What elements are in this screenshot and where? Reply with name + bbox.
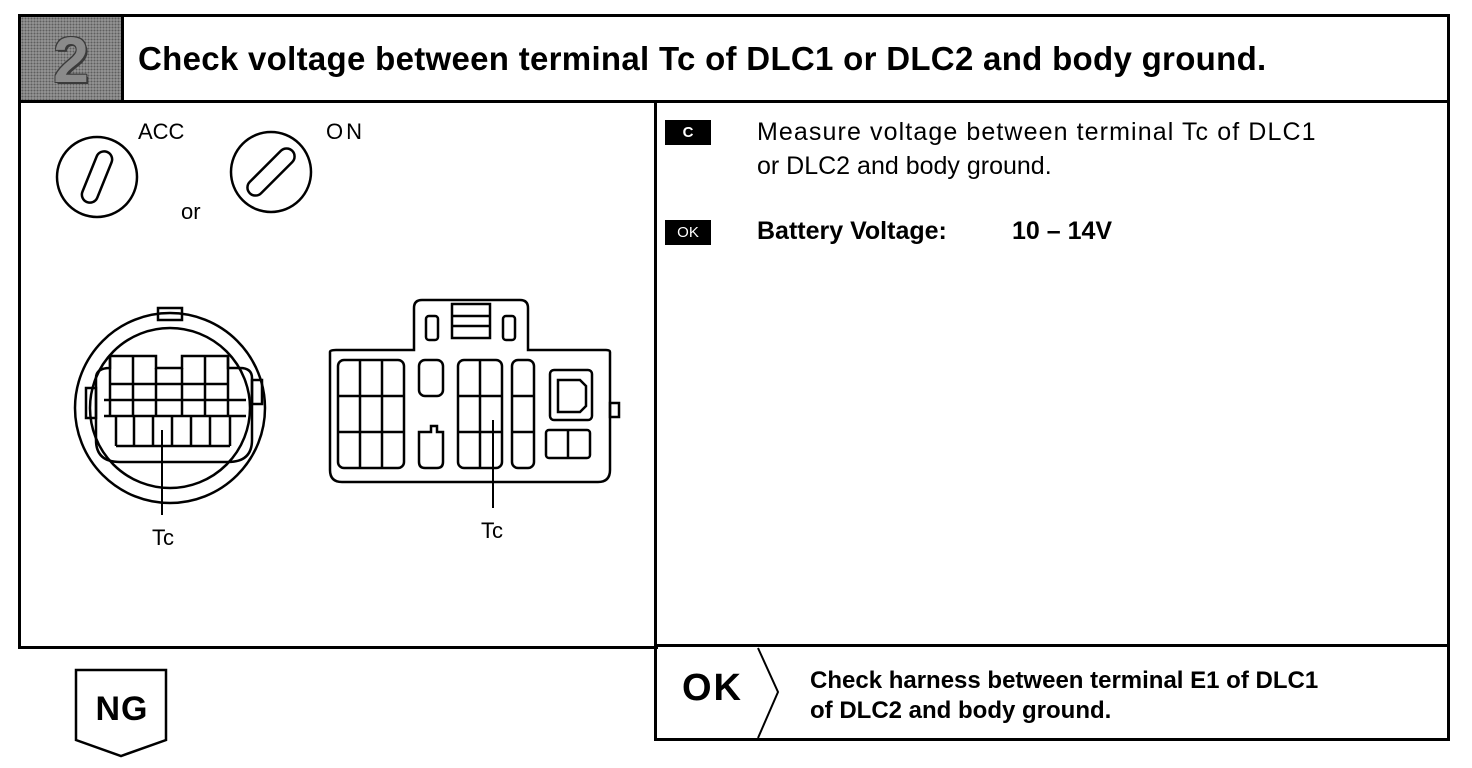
step-title: Check voltage between terminal Tc of DLC… <box>138 40 1267 77</box>
frame-bottom-border <box>654 738 1450 741</box>
acc-label: ACC <box>138 119 185 144</box>
dlc1-connector-icon <box>73 306 267 515</box>
battery-voltage-value: 10 – 14V <box>1012 217 1113 245</box>
frame-right-border <box>1447 14 1450 741</box>
measure-instruction-line2: or DLC2 and body ground. <box>757 152 1052 180</box>
dlc2-connector-icon <box>328 298 621 508</box>
frame-top-border <box>18 14 1450 17</box>
tc-label-dlc2: Tc <box>481 518 503 543</box>
column-divider <box>654 100 657 741</box>
header-divider <box>18 100 1450 103</box>
measure-instruction-line1: Measure voltage between terminal Tc of D… <box>757 118 1317 146</box>
ok-arrow-chevron <box>757 647 780 739</box>
on-label: ON <box>326 119 365 144</box>
ng-result-label: NG <box>95 690 149 728</box>
ok-action-line1: Check harness between terminal E1 of DLC… <box>810 667 1319 694</box>
tc-label-dlc1: Tc <box>152 525 174 550</box>
ignition-on-icon <box>229 130 313 214</box>
battery-voltage-label: Battery Voltage: <box>757 217 947 245</box>
ok-result-label: OK <box>682 667 743 709</box>
result-divider <box>654 644 1450 647</box>
ignition-acc-icon <box>55 135 139 219</box>
or-label: or <box>181 199 201 224</box>
ng-arrow-box <box>74 668 168 758</box>
step-number: 2 <box>53 24 89 96</box>
measure-badge: C <box>665 120 711 145</box>
ok-badge: OK <box>665 220 711 245</box>
frame-left-border <box>18 14 21 649</box>
illustration-bottom-border <box>18 646 658 649</box>
step-number-block <box>21 17 124 100</box>
ok-action-line2: of DLC2 and body ground. <box>810 697 1112 724</box>
